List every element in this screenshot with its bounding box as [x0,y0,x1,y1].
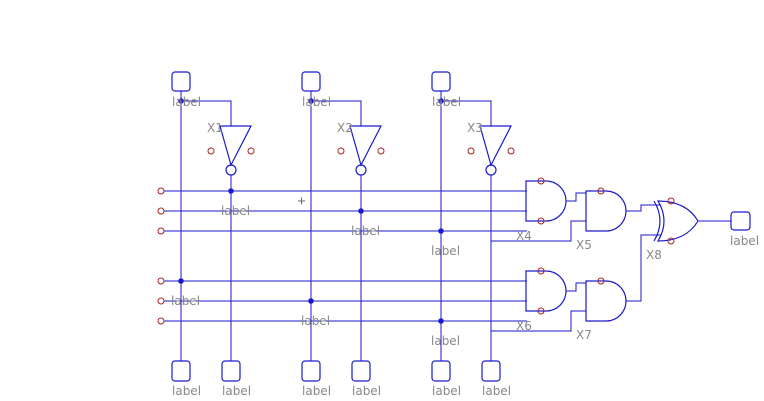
wire-label-5: label [301,314,330,328]
port-bottom-2[interactable] [221,360,241,382]
port-output[interactable] [730,211,751,231]
port-top-3[interactable] [431,71,451,92]
wire-label-2: label [351,224,380,238]
wire-label-3: label [431,244,460,258]
port-label-top-2: label [302,95,331,109]
port-label-bottom-5: label [432,384,461,398]
wire-label-6: label [431,334,460,348]
port-bottom-6[interactable] [481,360,501,382]
port-bottom-4[interactable] [351,360,371,382]
and-gate-x6[interactable] [525,267,567,315]
port-label-bottom-4: label [352,384,381,398]
inverter-x3[interactable] [467,125,515,176]
port-label-bottom-3: label [302,384,331,398]
instance-label-x6: X6 [516,319,532,333]
wire-label-4: label [171,294,200,308]
port-labels: label label label label label label labe… [172,95,759,398]
crosshair-icon [298,197,305,205]
port-label-bottom-1: label [172,384,201,398]
and-gate-x4[interactable] [525,177,567,225]
junction-dots [178,98,444,324]
port-bottom-3[interactable] [301,360,321,382]
port-label-bottom-2: label [222,384,251,398]
instance-label-x7: X7 [576,328,592,342]
port-bottom-1[interactable] [171,360,191,382]
port-label-bottom-6: label [482,384,511,398]
port-bottom-5[interactable] [431,360,451,382]
instance-label-x4: X4 [516,229,532,243]
instance-label-x1: X1 [207,121,223,135]
wire-label-1: label [221,204,250,218]
instance-labels: X1 X2 X3 X4 X5 X6 X7 X8 [207,121,662,342]
port-label-top-1: label [172,95,201,109]
inverter-x2[interactable] [337,125,385,176]
port-label-top-3: label [432,95,461,109]
or-gate-x8[interactable] [653,197,699,245]
vertical-wires [180,91,492,361]
instance-label-x8: X8 [646,248,662,262]
instance-label-x5: X5 [576,238,592,252]
instance-label-x3: X3 [467,121,483,135]
and-gate-x5[interactable] [585,187,627,232]
inverter-x1[interactable] [207,125,255,176]
port-terminals[interactable] [171,71,751,382]
wire-labels: label label label label label label [171,204,460,348]
and-gate-x7[interactable] [585,277,627,322]
port-top-1[interactable] [171,71,191,92]
port-top-2[interactable] [301,71,321,92]
horizontal-wires [164,190,731,332]
instance-label-x2: X2 [337,121,353,135]
left-input-pins[interactable] [157,187,165,325]
port-label-output: label [730,234,759,248]
